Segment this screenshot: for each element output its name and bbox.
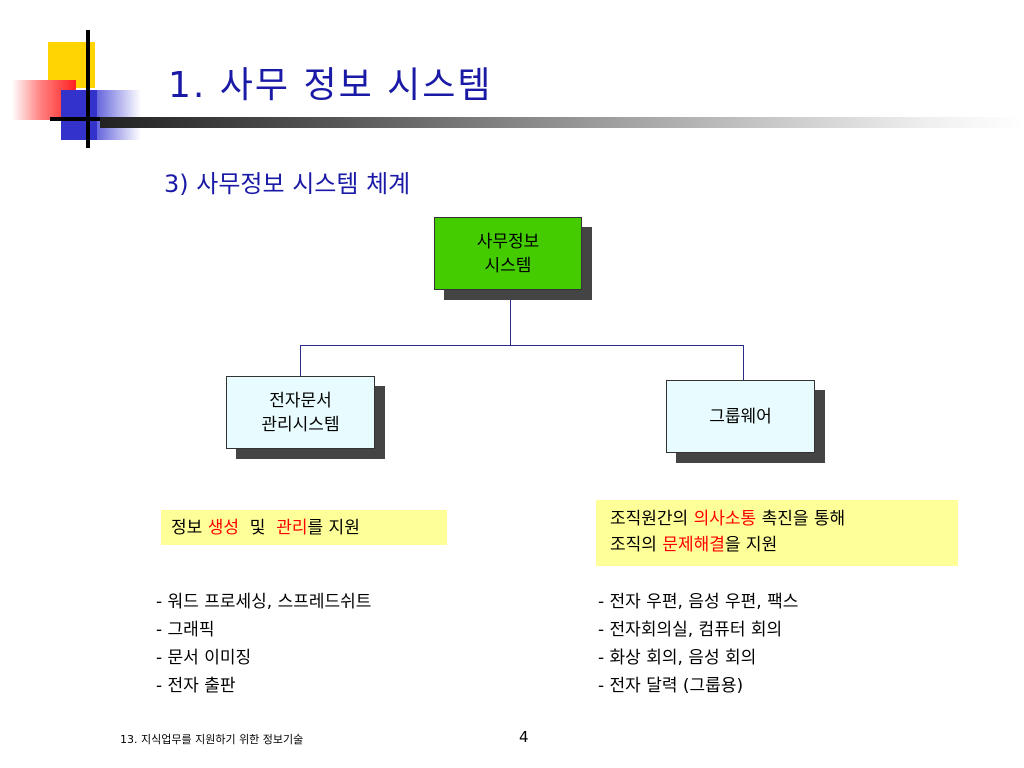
connector-left-down [300,345,301,376]
left-bullet-list: - 워드 프로세싱, 스프레드쉬트 - 그래픽 - 문서 이미징 - 전자 출판 [156,588,371,700]
groupware-node: 그룹웨어 [666,380,815,453]
logo-blue-square [61,90,97,140]
note-left-highlight1: 생성 [207,517,239,538]
logo-horizontal-line [50,117,101,121]
logo-vertical-line [86,30,90,148]
note-right-text2a: 조직의 [610,535,663,555]
slide-subtitle: 3) 사무정보 시스템 체계 [164,170,411,198]
groupware-node-label: 그룹웨어 [709,406,772,427]
root-node-line1: 사무정보 [476,231,540,252]
edms-node: 전자문서 관리시스템 [226,376,375,449]
list-item: - 워드 프로세싱, 스프레드쉬트 [156,592,372,612]
note-right-text2b: 을 지원 [724,535,778,555]
list-item: - 전자회의실, 컴퓨터 회의 [598,620,783,640]
root-node: 사무정보 시스템 [434,217,582,290]
list-item: - 전자 우편, 음성 우편, 팩스 [598,592,799,612]
root-node-line2: 시스템 [484,255,532,276]
list-item: - 화상 회의, 음성 회의 [598,648,757,668]
connector-horizontal [300,345,743,346]
note-left-text2: 및 [238,517,277,538]
note-right-text1a: 조직원간의 [610,509,694,529]
slide-title: 1. 사무 정보 시스템 [168,65,493,106]
note-right-highlight1: 의사소통 [693,509,757,529]
list-item: - 전자 달력 (그룹용) [598,676,744,696]
list-item: - 문서 이미징 [156,648,252,668]
connector-right-down [743,345,744,380]
note-left-text1: 정보 [171,517,208,538]
right-bullet-list: - 전자 우편, 음성 우편, 팩스 - 전자회의실, 컴퓨터 회의 - 화상 … [598,588,798,700]
note-right-highlight2: 문제해결 [662,535,725,555]
note-right: 조직원간의 의사소통 촉진을 통해 조직의 문제해결을 지원 [596,500,958,566]
edms-node-line1: 전자문서 [269,390,332,411]
logo-blue-fade [97,90,141,140]
note-left-highlight2: 관리 [276,517,308,538]
note-right-text1b: 촉진을 통해 [756,509,846,529]
connector-root-down [510,300,511,345]
list-item: - 전자 출판 [156,676,236,696]
note-left-text3: 를 지원 [307,517,360,538]
note-right-line1: 조직원간의 의사소통 촉진을 통해 [610,506,948,532]
list-item: - 그래픽 [156,620,215,640]
page-number: 4 [519,728,529,746]
edms-node-line2: 관리시스템 [261,414,340,435]
note-right-line2: 조직의 문제해결을 지원 [610,532,948,558]
title-rule [100,117,1024,128]
footer-text: 13. 지식업무를 지원하기 위한 정보기술 [120,733,304,746]
